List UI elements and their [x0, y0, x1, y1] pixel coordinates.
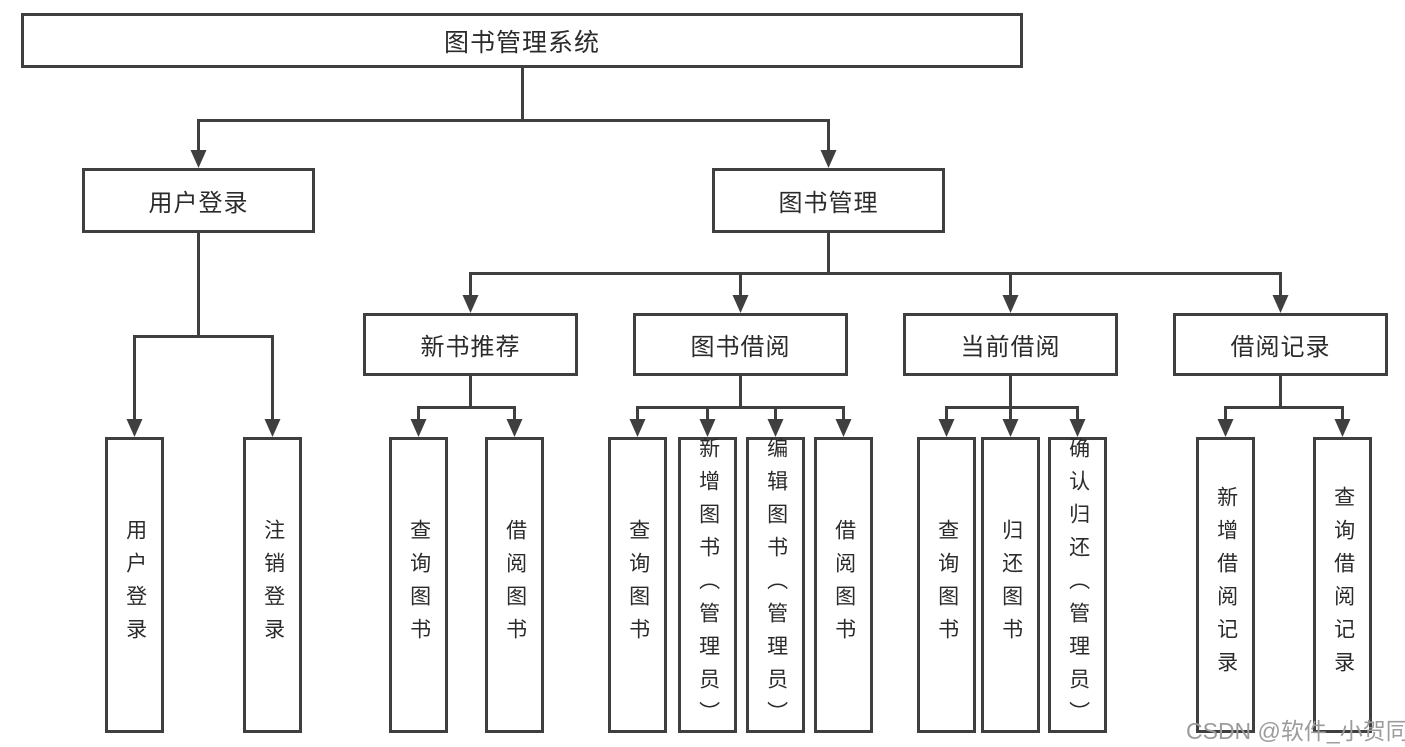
- leaf-query-books-borrowing: 查询图书: [608, 437, 667, 733]
- node-root: 图书管理系统: [21, 13, 1023, 68]
- leaf-borrow-books-borrowing-label: 借阅图书: [832, 519, 856, 651]
- leaf-query-books-current-label: 查询图书: [935, 519, 959, 651]
- leaf-query-books-recommend-label: 查询图书: [407, 519, 431, 651]
- leaf-return-books-label: 归还图书: [999, 519, 1023, 651]
- watermark: CSDN @软件_小贺同学: [1186, 718, 1405, 744]
- node-new-book-recommendation-label: 新书推荐: [420, 334, 521, 361]
- leaf-query-books-current: 查询图书: [917, 437, 976, 733]
- leaf-confirm-return-admin: 确认归还（管理员）: [1048, 436, 1107, 734]
- node-new-book-recommendation: 新书推荐: [363, 313, 578, 376]
- node-root-label: 图书管理系统: [443, 28, 600, 57]
- node-current-borrowing-label: 当前借阅: [960, 334, 1061, 361]
- leaf-query-books-borrowing-label: 查询图书: [626, 519, 650, 651]
- node-borrowing-records-label: 借阅记录: [1230, 334, 1331, 361]
- leaf-add-borrow-record: 新增借阅记录: [1196, 437, 1255, 733]
- node-book-borrowing-label: 图书借阅: [690, 334, 791, 361]
- leaf-borrow-books-recommend: 借阅图书: [485, 437, 544, 733]
- leaf-confirm-return-admin-label: 确认归还（管理员）: [1066, 436, 1090, 734]
- leaf-borrow-books-borrowing: 借阅图书: [814, 437, 873, 733]
- node-borrowing-records: 借阅记录: [1173, 313, 1388, 376]
- node-book-borrowing: 图书借阅: [633, 313, 848, 376]
- leaf-user-login: 用户登录: [105, 437, 164, 733]
- node-user-login-label: 用户登录: [148, 190, 249, 217]
- leaf-edit-books-admin: 编辑图书（管理员）: [746, 436, 805, 734]
- leaf-query-books-recommend: 查询图书: [389, 437, 448, 733]
- leaf-return-books: 归还图书: [981, 437, 1040, 733]
- node-book-management-label: 图书管理: [778, 190, 879, 217]
- node-current-borrowing: 当前借阅: [903, 313, 1118, 376]
- leaf-add-borrow-record-label: 新增借阅记录: [1214, 486, 1238, 684]
- leaf-logout-label: 注销登录: [261, 519, 285, 651]
- node-book-management: 图书管理: [712, 168, 945, 233]
- leaf-user-login-label: 用户登录: [123, 519, 147, 651]
- leaf-query-borrow-record-label: 查询借阅记录: [1331, 486, 1355, 684]
- leaf-borrow-books-recommend-label: 借阅图书: [503, 519, 527, 651]
- leaf-query-borrow-record: 查询借阅记录: [1313, 437, 1372, 733]
- node-user-login: 用户登录: [82, 168, 315, 233]
- leaf-logout: 注销登录: [243, 437, 302, 733]
- leaf-edit-books-admin-label: 编辑图书（管理员）: [764, 436, 788, 734]
- leaf-add-books-admin-label: 新增图书（管理员）: [696, 436, 720, 734]
- leaf-add-books-admin: 新增图书（管理员）: [678, 436, 737, 734]
